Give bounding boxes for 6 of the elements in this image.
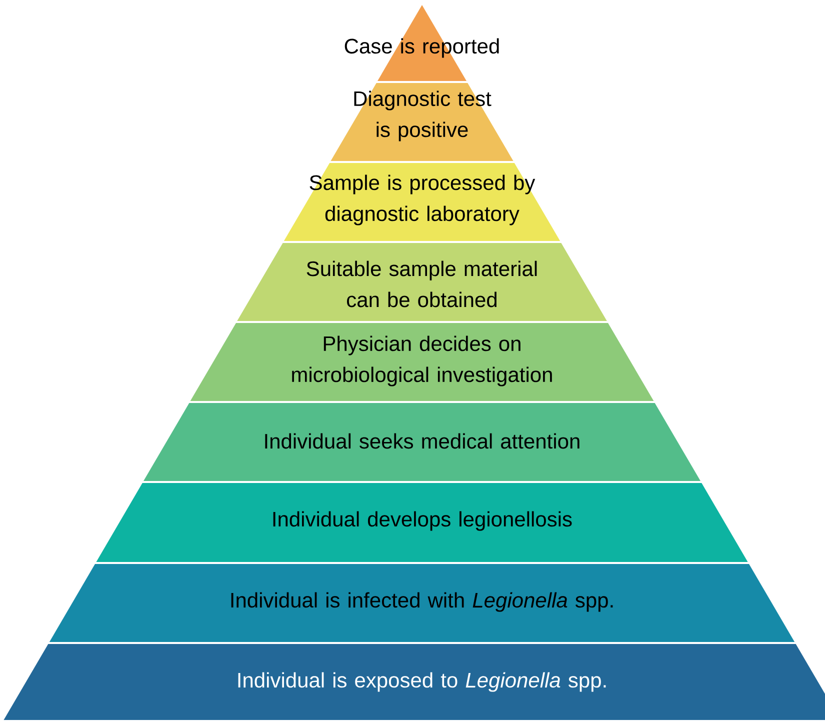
pyramid-level: Physician decides on microbiological investigation (190, 323, 654, 401)
pyramid-level: Individual is infected with Legionella spp. (49, 564, 795, 642)
pyramid-level: Suitable sample material can be obtained (237, 243, 607, 321)
pyramid-level: Individual is exposed to Legionella spp. (4, 644, 825, 720)
pyramid-level: Individual seeks medical attention (144, 403, 700, 481)
pyramid-level: Individual develops legionellosis (96, 483, 748, 562)
